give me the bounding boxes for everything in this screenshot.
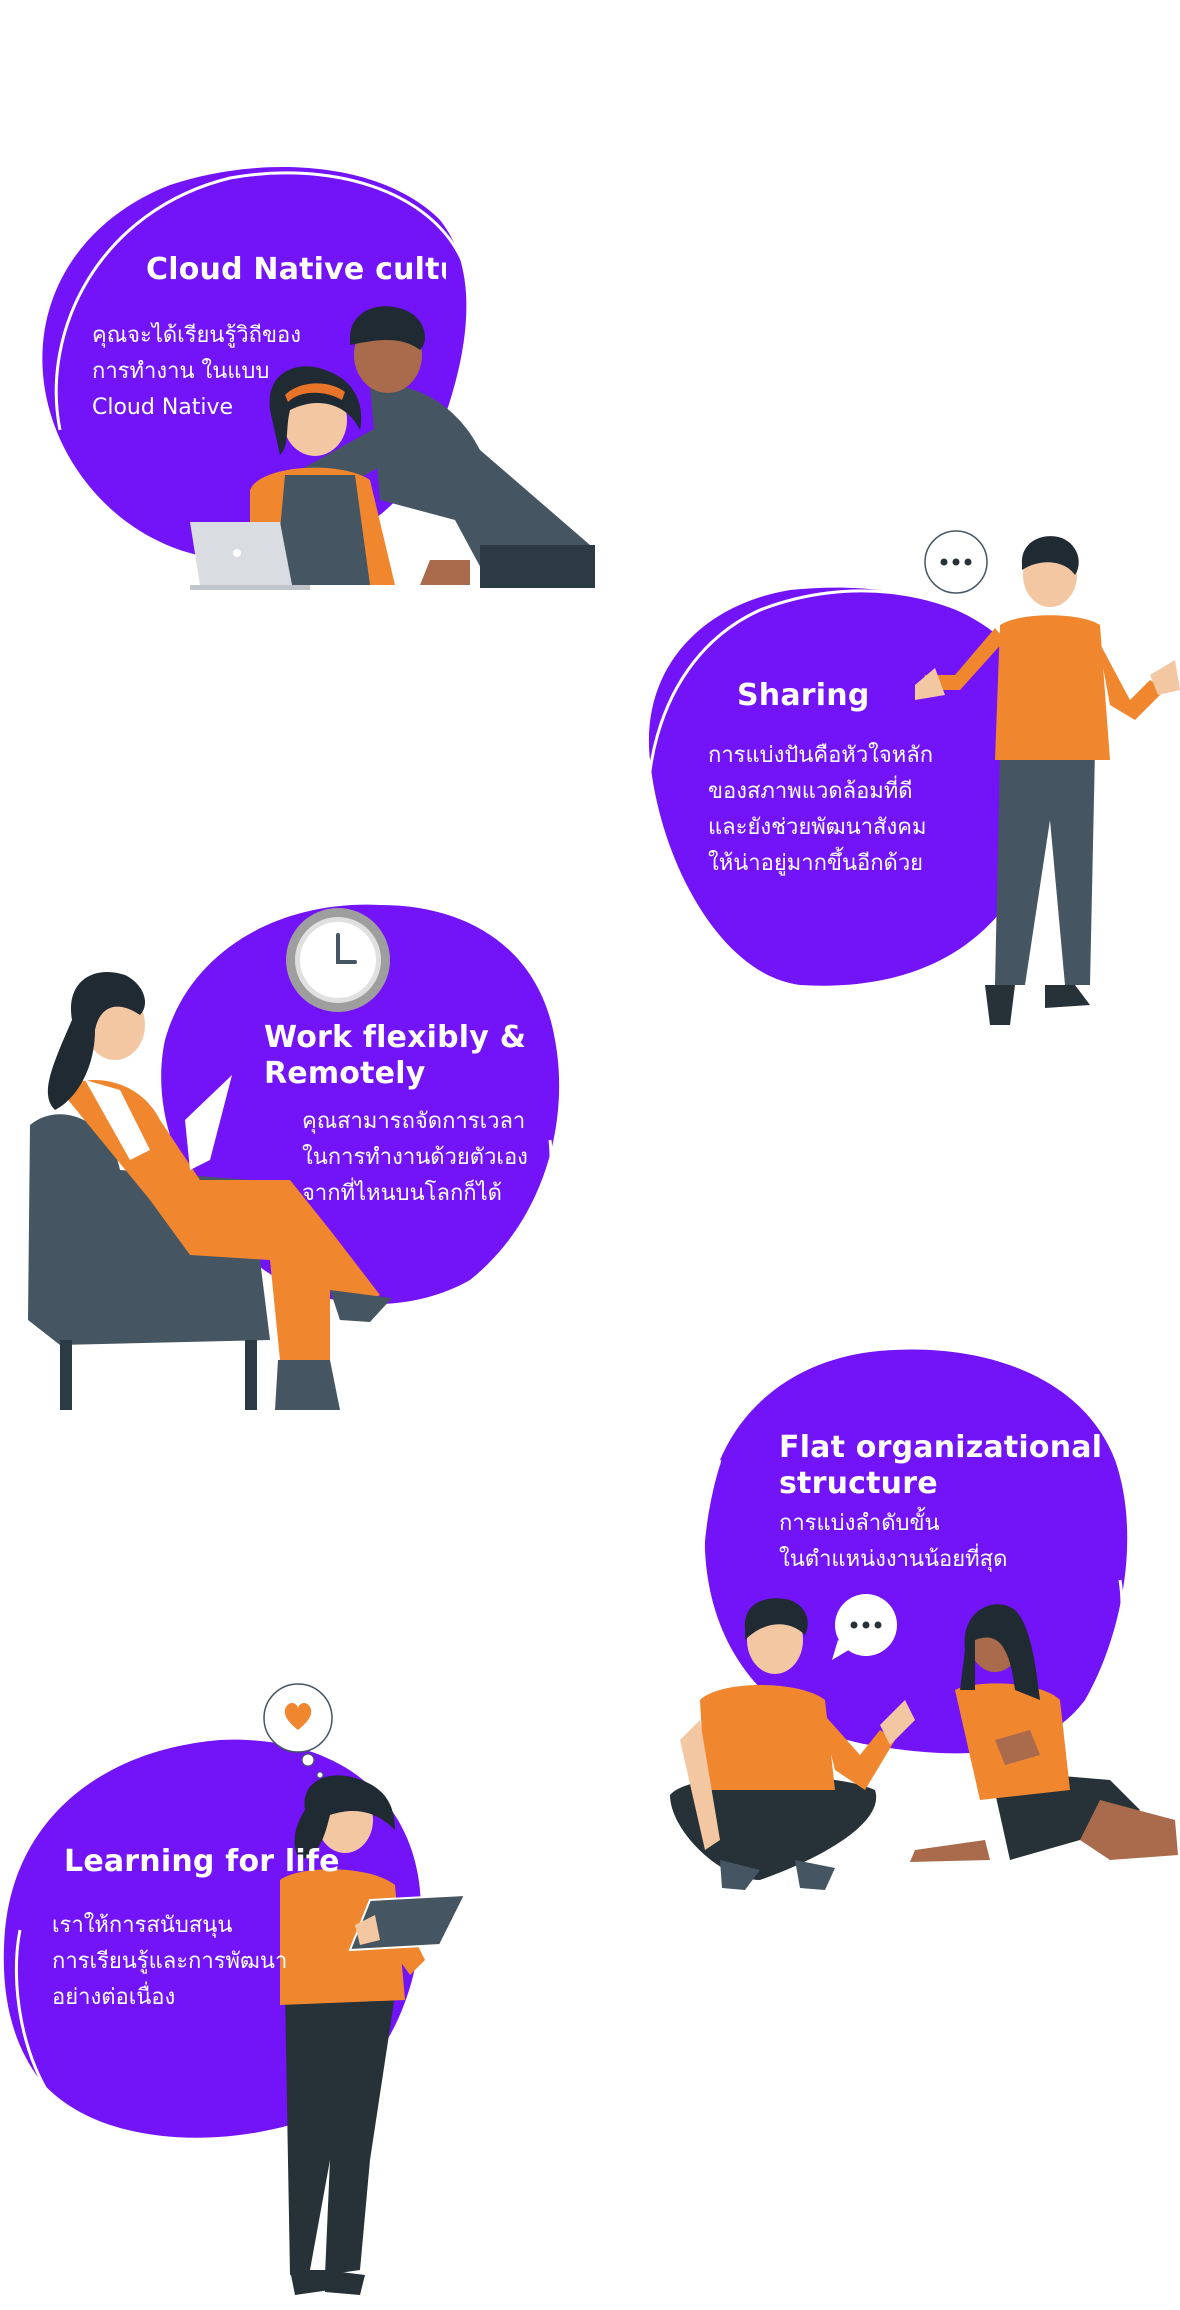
body-line: ของสภาพแวดล้อมที่ดี [708, 779, 913, 804]
body-line: Cloud Native [92, 395, 234, 420]
card-sharing-art [645, 530, 1180, 1025]
title-line: structure [779, 1466, 938, 1501]
card-sharing-body: การแบ่งปันคือหัวใจหลัก ของสภาพแวดล้อมที่… [708, 738, 933, 882]
speech-bubble-icon [832, 1594, 897, 1660]
body-line: คุณสามารถจัดการเวลา [302, 1109, 526, 1134]
speech-bubble-icon [924, 530, 988, 594]
card-cloud-native-title: Cloud Native cultu [146, 252, 446, 288]
blob-outline-learning [14, 1929, 62, 2111]
body-line: การทำงาน ในแบบ [92, 359, 270, 384]
card-work-flexibly-title: Work flexibly & Remotely [264, 1020, 526, 1092]
laptop-icon [190, 522, 310, 590]
card-cloud-native-body: คุณจะได้เรียนรู้วิถีของ การทำงาน ในแบบ C… [92, 318, 301, 426]
blob-outline-sharing [645, 589, 1011, 891]
card-sharing-title: Sharing [737, 678, 870, 714]
man-standing-figure [915, 536, 1180, 1025]
card-flat-structure-art [670, 1349, 1178, 1890]
card-learning-body: เราให้การสนับสนุน การเรียนรู้และการพัฒนา… [52, 1908, 287, 2016]
woman-seated-figure [910, 1604, 1178, 1862]
heart-icon [263, 1683, 333, 1779]
title-line: Remotely [264, 1056, 426, 1091]
body-line: ในตำแหน่งงานน้อยที่สุด [779, 1547, 1008, 1572]
card-flat-structure-body: การแบ่งลำดับขั้น ในตำแหน่งงานน้อยที่สุด [779, 1506, 1007, 1578]
title-line: Cloud Native cultu [146, 252, 446, 287]
clock-icon [286, 908, 390, 1012]
body-line: คุณจะได้เรียนรู้วิถีของ [92, 323, 301, 348]
card-cloud-native-art [42, 167, 595, 590]
body-line: ให้น่าอยู่มากขึ้นอีกด้วย [708, 851, 924, 876]
woman-book-figure [280, 1775, 467, 2295]
blob-outline-cloud-native [54, 171, 472, 431]
body-line: การเรียนรู้และการพัฒนา [52, 1949, 288, 1974]
title-line: Sharing [737, 678, 870, 713]
card-learning-art [3, 1683, 467, 2295]
title-line: Work flexibly & [264, 1020, 527, 1055]
body-line: และยังช่วยพัฒนาสังคม [708, 815, 927, 840]
blob-outline-flat-structure [700, 1459, 727, 1691]
body-line: เราให้การสนับสนุน [52, 1913, 233, 1938]
body-line: การแบ่งลำดับขั้น [779, 1511, 940, 1536]
title-line: Learning for life [64, 1844, 340, 1879]
card-work-flexibly-art [28, 904, 560, 1410]
body-line: อย่างต่อเนื่อง [52, 1985, 176, 2010]
card-flat-structure-title: Flat organizational structure [779, 1430, 1102, 1502]
card-learning-title: Learning for life [64, 1844, 340, 1880]
blob-outline-work-flexibly [419, 1139, 553, 1312]
body-line: การแบ่งปันคือหัวใจหลัก [708, 743, 934, 768]
body-line: จากที่ไหนบนโลกก็ได้ [302, 1181, 502, 1206]
title-line: Flat organizational [779, 1430, 1103, 1465]
body-line: ในการทำงานด้วยตัวเอง [302, 1145, 528, 1170]
card-work-flexibly-body: คุณสามารถจัดการเวลา ในการทำงานด้วยตัวเอง… [302, 1104, 528, 1212]
man-seated-figure [670, 1598, 915, 1890]
woman-armchair-figure [28, 972, 392, 1410]
